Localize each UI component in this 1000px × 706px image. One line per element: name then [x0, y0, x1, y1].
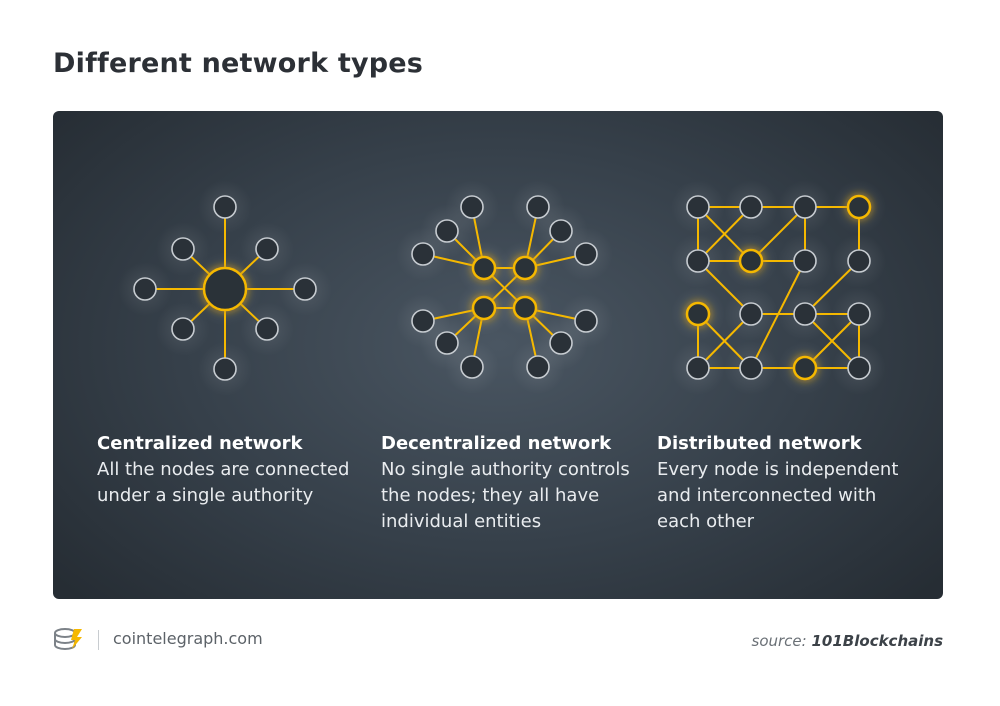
network-edge [750, 206, 806, 262]
network-node [460, 195, 484, 219]
hub-node [512, 295, 538, 321]
network-node [213, 195, 237, 219]
network-node [435, 219, 459, 243]
footer-site-link[interactable]: cointelegraph.com [113, 629, 263, 648]
network-node [293, 277, 317, 301]
network-node [133, 277, 157, 301]
network-node [411, 309, 435, 333]
hub-node [471, 255, 497, 281]
network-node [847, 249, 871, 273]
network-node [171, 317, 195, 341]
distributed-description: Every node is independent and interconne… [657, 459, 899, 532]
network-node [739, 195, 763, 219]
network-node [213, 357, 237, 381]
network-node [549, 331, 573, 355]
source-label: source: [751, 632, 807, 650]
network-node [574, 242, 598, 266]
network-node [411, 242, 435, 266]
network-node [255, 317, 279, 341]
network-node [793, 249, 817, 273]
network-node [847, 302, 871, 326]
network-node [847, 356, 871, 380]
hub-node [471, 295, 497, 321]
hub-node [512, 255, 538, 281]
hub-node [738, 248, 764, 274]
network-node [574, 309, 598, 333]
centralized-description: All the nodes are connected under a sing… [97, 459, 350, 506]
network-node [793, 302, 817, 326]
network-edge [697, 206, 752, 262]
centralized-caption: Centralized network All the nodes are co… [97, 431, 357, 509]
diagram-panel: Centralized network All the nodes are co… [53, 111, 943, 599]
decentralized-title: Decentralized network [381, 433, 612, 454]
footer-separator [98, 630, 99, 650]
network-node [171, 237, 195, 261]
distributed-title: Distributed network [657, 433, 862, 454]
network-node [460, 355, 484, 379]
network-edge [750, 260, 806, 369]
network-node [435, 331, 459, 355]
network-edge [804, 313, 860, 369]
network-node [739, 302, 763, 326]
network-edge [697, 313, 752, 369]
centralized-network-graph [118, 180, 332, 396]
network-node [686, 249, 710, 273]
network-node [526, 195, 550, 219]
source-name: 101Blockchains [811, 632, 944, 650]
hub-node [846, 194, 872, 220]
decentralized-description: No single authority controls the nodes; … [381, 459, 630, 532]
network-diagrams-svg [118, 180, 886, 396]
hub-node [202, 266, 248, 312]
distributed-network-graph [671, 180, 886, 395]
hub-node [685, 301, 711, 327]
page-title: Different network types [53, 48, 424, 79]
network-node [255, 237, 279, 261]
network-node [549, 219, 573, 243]
hub-node [792, 355, 818, 381]
network-edge [804, 260, 860, 315]
decentralized-caption: Decentralized network No single authorit… [381, 431, 641, 535]
decentralized-network-graph [396, 180, 613, 394]
network-node [686, 356, 710, 380]
cointelegraph-logo-icon [52, 625, 86, 659]
network-edge [697, 260, 752, 315]
network-node [793, 195, 817, 219]
network-node [686, 195, 710, 219]
distributed-caption: Distributed network Every node is indepe… [657, 431, 917, 535]
network-node [739, 356, 763, 380]
network-node [526, 355, 550, 379]
centralized-title: Centralized network [97, 433, 303, 454]
footer-source: source: 101Blockchains [752, 632, 943, 650]
